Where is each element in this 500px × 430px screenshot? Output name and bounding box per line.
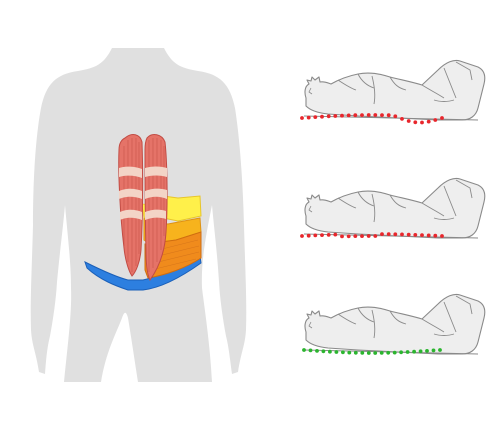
spine-dot bbox=[418, 349, 423, 354]
spine-dot bbox=[420, 233, 424, 237]
spine-dot bbox=[400, 117, 404, 121]
spine-dot bbox=[353, 113, 358, 118]
spine-dot bbox=[328, 349, 332, 354]
spine-dot bbox=[315, 349, 319, 353]
spine-dot bbox=[393, 232, 398, 237]
spine-dot bbox=[300, 116, 304, 120]
spine-dot bbox=[400, 232, 404, 237]
spine-dot bbox=[440, 234, 444, 238]
spine-dot bbox=[386, 350, 391, 355]
spine-dot bbox=[406, 232, 411, 237]
spine-dots-red-1 bbox=[300, 113, 444, 125]
spine-dot bbox=[440, 116, 444, 120]
spine-dot bbox=[392, 350, 397, 355]
spine-dot bbox=[353, 234, 358, 238]
spine-dot bbox=[326, 114, 331, 119]
spine-dot bbox=[379, 351, 384, 355]
spine-dot bbox=[333, 232, 338, 237]
spine-dot bbox=[393, 114, 398, 119]
spine-dot bbox=[373, 113, 378, 117]
spine-dot bbox=[313, 115, 318, 119]
spine-dot bbox=[340, 234, 344, 239]
spine-dot bbox=[320, 233, 324, 237]
spine-dots-green bbox=[302, 348, 442, 355]
spine-dot bbox=[399, 350, 403, 355]
spine-dot bbox=[426, 119, 431, 124]
spine-dot bbox=[308, 348, 313, 353]
spine-dot bbox=[302, 348, 306, 352]
spine-dot bbox=[346, 113, 351, 118]
reclining-figure-2 bbox=[300, 177, 486, 239]
spine-dot bbox=[313, 233, 318, 238]
spine-dot bbox=[380, 232, 384, 236]
spine-dot bbox=[353, 350, 358, 355]
spine-dot bbox=[306, 233, 311, 238]
spine-dot bbox=[386, 232, 391, 236]
spine-dot bbox=[373, 234, 378, 238]
spine-dot bbox=[433, 118, 438, 122]
rectus-abdominis-left bbox=[118, 134, 144, 277]
spine-dot bbox=[333, 114, 338, 118]
spine-dot bbox=[433, 233, 438, 238]
reclining-figure-icon bbox=[303, 293, 486, 355]
spine-dot bbox=[360, 351, 365, 355]
spine-dot bbox=[321, 349, 326, 354]
spine-dot bbox=[366, 234, 371, 238]
spine-dot bbox=[412, 349, 416, 354]
spine-dot bbox=[431, 348, 436, 353]
spine-dot bbox=[326, 233, 331, 237]
spine-dot bbox=[380, 113, 384, 117]
spine-dots-red-2 bbox=[300, 232, 444, 239]
spine-dot bbox=[300, 234, 304, 238]
spine-dot bbox=[306, 115, 311, 120]
spine-dot bbox=[366, 351, 371, 355]
spine-dot bbox=[320, 114, 324, 119]
spine-dot bbox=[366, 113, 371, 117]
spine-dot bbox=[438, 348, 442, 352]
spine-dot bbox=[425, 349, 429, 353]
reclining-figure-1 bbox=[300, 59, 486, 125]
pelvic-floor-icon bbox=[84, 255, 202, 291]
spine-dot bbox=[413, 233, 418, 237]
spine-dot bbox=[341, 350, 345, 355]
spine-dot bbox=[406, 119, 411, 123]
spine-dot bbox=[334, 350, 339, 354]
rectus-abdominis-right bbox=[144, 134, 168, 281]
spine-dot bbox=[360, 234, 364, 238]
spine-dot bbox=[413, 120, 418, 125]
spine-dot bbox=[360, 113, 364, 117]
reclining-figure-3 bbox=[302, 293, 486, 355]
torso-figure bbox=[30, 48, 247, 382]
spine-dot bbox=[347, 350, 352, 355]
reclining-figure-icon bbox=[303, 59, 486, 121]
transversus-abdominis-icon bbox=[162, 195, 202, 222]
spine-dot bbox=[346, 234, 351, 239]
spine-dot bbox=[405, 350, 410, 354]
spine-dot bbox=[340, 113, 344, 118]
spine-dot bbox=[420, 120, 424, 125]
reclining-figure-icon bbox=[303, 177, 486, 239]
spine-dot bbox=[426, 233, 431, 238]
spine-dot bbox=[386, 113, 391, 118]
spine-dot bbox=[373, 351, 378, 355]
